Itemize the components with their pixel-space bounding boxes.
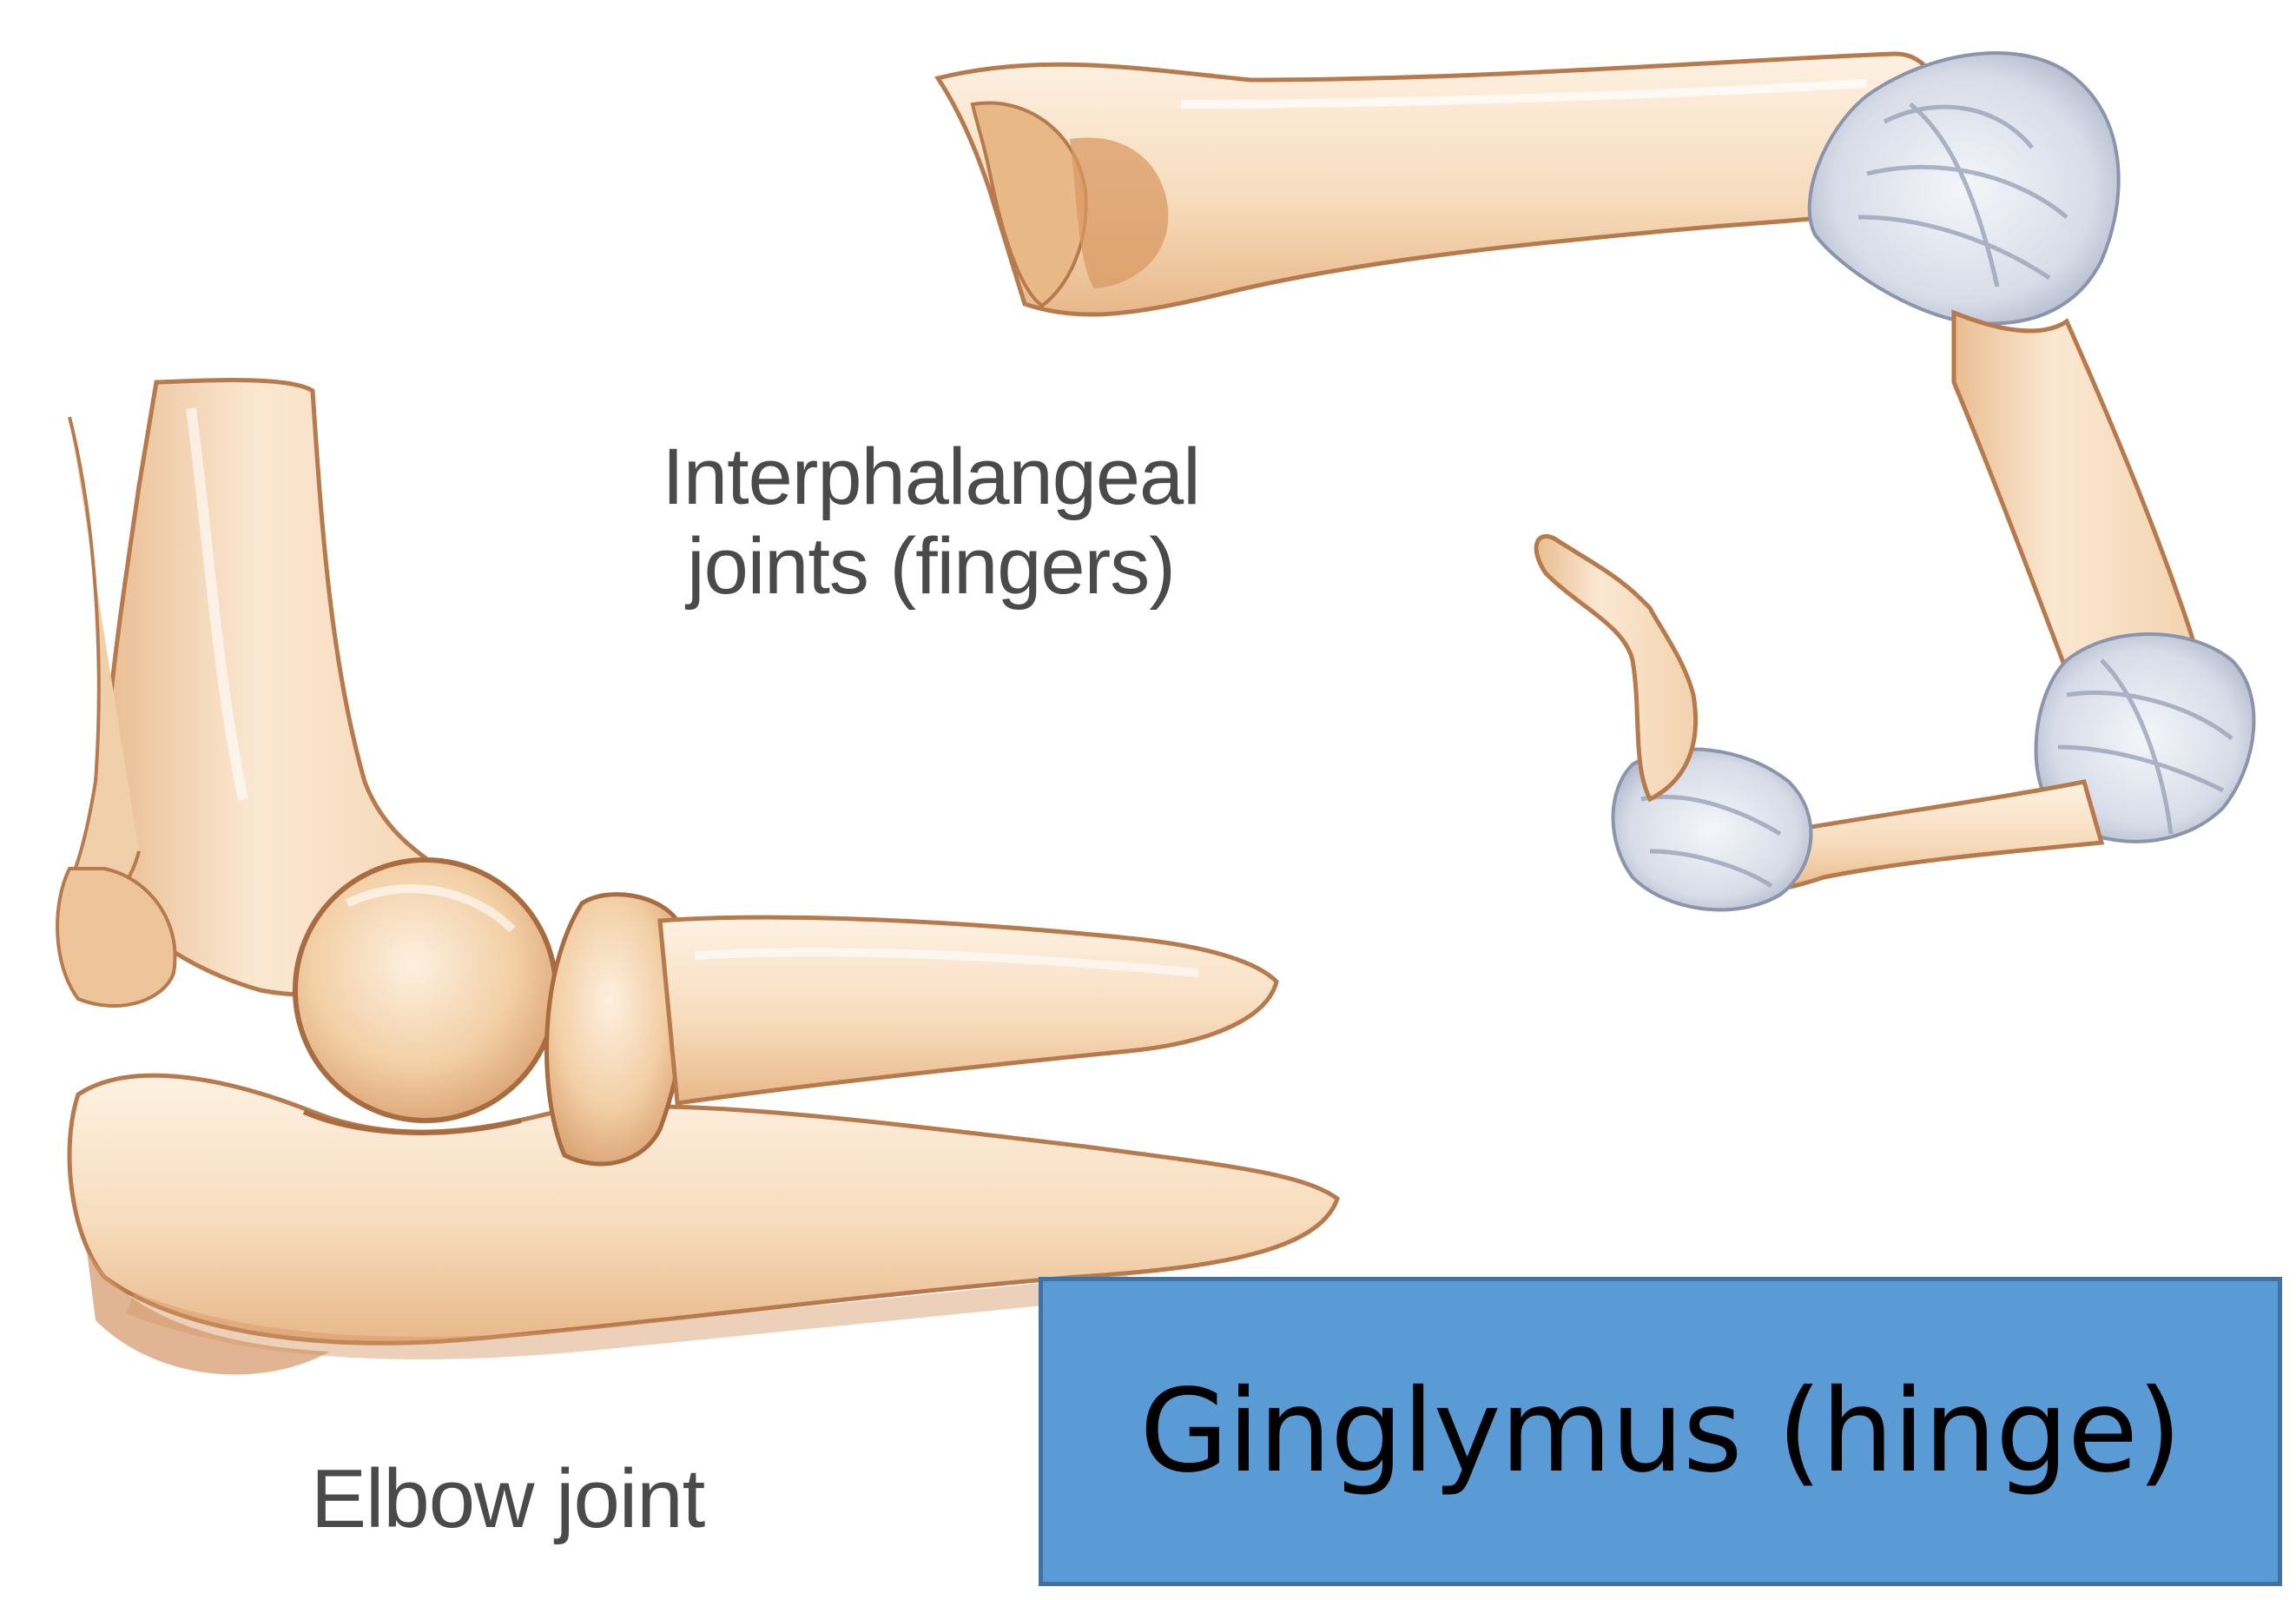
interphalangeal-label-line2: joints (fingers)	[687, 522, 1176, 612]
interphalangeal-label: Interphalangeal joints (fingers)	[558, 433, 1304, 612]
title-text: Ginglymus (hinge)	[1139, 1365, 2181, 1498]
radius-head	[544, 892, 689, 1167]
elbow-joint-label: Elbow joint	[311, 1452, 705, 1545]
distal-phalanx-tip	[1534, 534, 1699, 803]
elbow-bones	[56, 378, 1340, 1375]
humeral-condyle	[293, 857, 558, 1123]
radius	[657, 915, 1279, 1106]
title-box: Ginglymus (hinge)	[1039, 1277, 2282, 1586]
interphalangeal-cartilage-lower	[2034, 632, 2256, 843]
interphalangeal-label-line1: Interphalangeal	[662, 433, 1200, 521]
finger-bones	[934, 51, 2256, 912]
